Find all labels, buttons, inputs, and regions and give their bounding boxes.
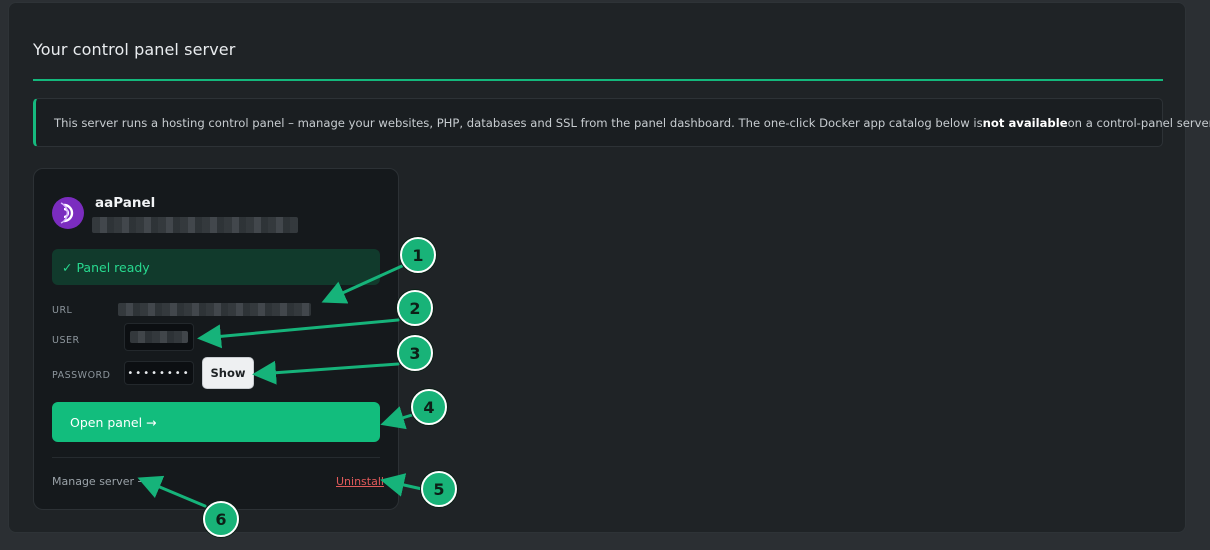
annotation-badge-2: 2 — [397, 290, 433, 326]
annotation-badge-4: 4 — [411, 389, 447, 425]
user-value[interactable] — [124, 323, 194, 351]
app-name: aaPanel — [95, 195, 156, 211]
notice-text-after: on a control-panel server. — [1067, 115, 1210, 130]
aapanel-logo-icon — [52, 197, 84, 229]
title-divider — [33, 79, 1163, 81]
url-value[interactable] — [118, 303, 311, 316]
annotation-badge-3: 3 — [397, 335, 433, 371]
annotation-badge-6: 6 — [203, 501, 239, 537]
redacted-user — [130, 331, 188, 343]
card-divider — [52, 457, 380, 458]
arrow-5 — [380, 473, 424, 497]
url-label: URL — [52, 305, 73, 316]
arrow-6 — [137, 475, 207, 508]
notice-text-before: This server runs a hosting control panel… — [54, 115, 983, 130]
arrow-3 — [252, 360, 400, 385]
annotation-badge-1: 1 — [400, 237, 436, 273]
password-value[interactable]: •••••••• — [124, 361, 194, 385]
uninstall-link[interactable]: Uninstall — [336, 475, 384, 488]
manage-server-link[interactable]: Manage server → — [52, 475, 147, 488]
open-panel-button[interactable]: Open panel → — [52, 402, 380, 442]
notice-text-bold: not available — [982, 115, 1068, 130]
user-label: USER — [52, 335, 80, 346]
info-notice: This server runs a hosting control panel… — [33, 98, 1210, 147]
arrow-1 — [321, 264, 404, 304]
app-card: aaPanel ✓ Panel ready URL USER PASSWORD … — [33, 168, 399, 510]
status-banner: ✓ Panel ready — [52, 249, 380, 285]
arrow-4 — [380, 406, 414, 430]
redacted-host — [92, 217, 298, 233]
password-label: PASSWORD — [52, 370, 111, 381]
annotation-badge-5: 5 — [421, 471, 457, 507]
arrow-2 — [197, 318, 400, 349]
page-card: Your control panel server This server ru… — [8, 2, 1210, 533]
page-title: Your control panel server — [33, 40, 236, 59]
